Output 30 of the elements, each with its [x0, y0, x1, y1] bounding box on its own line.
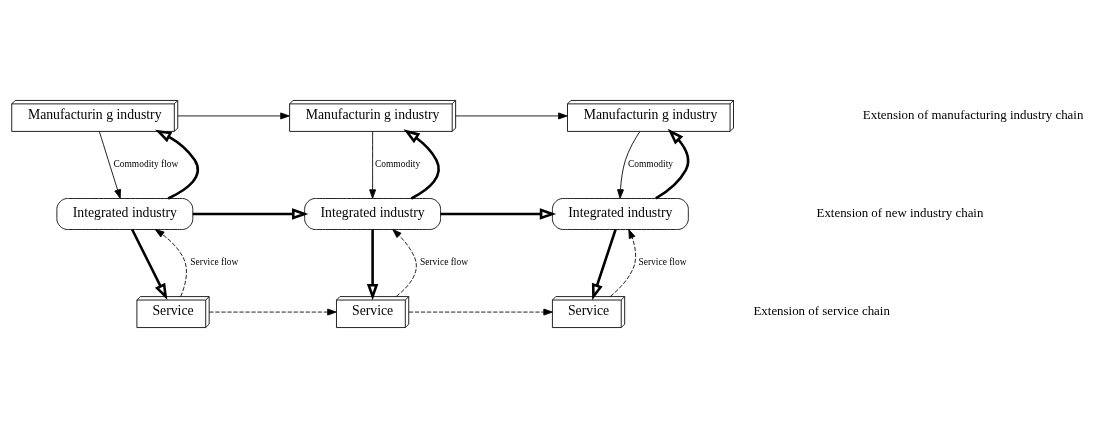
arrow — [208, 308, 337, 316]
arrow — [369, 131, 377, 199]
node-box: Integrated industry — [552, 198, 689, 230]
edge-label: Commodity — [374, 159, 421, 170]
arrow — [609, 229, 637, 297]
arrow — [440, 208, 557, 220]
edge-label: Commodity — [627, 159, 674, 170]
arrow — [655, 128, 690, 200]
arrow — [617, 131, 641, 199]
arrow — [131, 228, 168, 300]
arrow — [455, 112, 568, 120]
edge-label: Service flow — [419, 257, 469, 268]
label: Extension of new industry chain — [816, 206, 984, 221]
label: Extension of manufacturing industry chain — [862, 107, 1084, 122]
arrow — [392, 229, 417, 297]
arrow — [403, 129, 440, 200]
label: Extension of service chain — [753, 304, 890, 319]
edge-label: Service flow — [190, 257, 239, 268]
edge-label: Service flow — [638, 257, 687, 268]
arrow — [192, 208, 309, 220]
arrow — [154, 229, 187, 297]
node-box: Integrated industry — [56, 198, 194, 230]
arrow — [155, 129, 199, 200]
arrow — [98, 131, 121, 199]
arrow — [408, 308, 553, 316]
arrow — [591, 229, 617, 301]
arrow — [366, 229, 379, 301]
node-box: Integrated industry — [304, 198, 441, 230]
edge-label: Commodity flow — [113, 159, 179, 170]
arrow — [177, 112, 290, 120]
